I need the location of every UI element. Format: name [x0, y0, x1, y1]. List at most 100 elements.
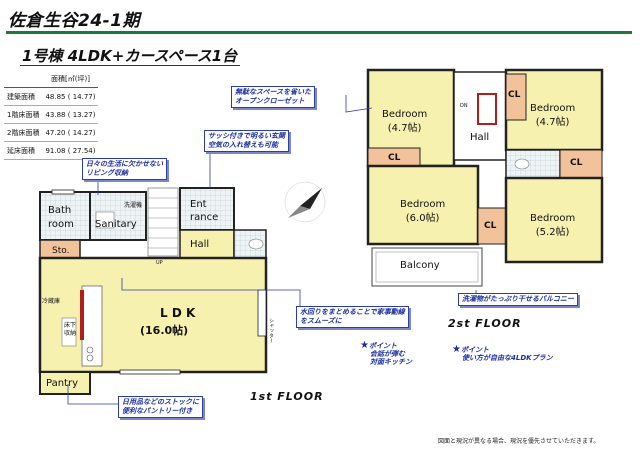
- balcony-inner: [375, 251, 479, 283]
- fridge-label: 冷蔵庫: [42, 298, 61, 305]
- first-floor-label: 1st FLOOR: [250, 390, 324, 403]
- hall-2f-label: Hall: [470, 132, 490, 143]
- closet-bedroom-6-0-label: CL: [484, 221, 497, 231]
- hall-1f-label: Hall: [190, 239, 210, 250]
- callout-entrance-line2: 空気の入れ替えも可能: [208, 141, 278, 149]
- area-label: 建築面積: [4, 87, 43, 106]
- table-row: 建築面積 48.85 ( 14.77): [4, 87, 99, 106]
- callout-pantry: 日用品などのストックに 便利なパントリー付き: [118, 396, 203, 418]
- toilet-fixture-1f: [248, 238, 264, 250]
- callout-balcony: 洗濯物がたっぷり干せるバルコニー: [458, 293, 578, 306]
- point-kitchen-line1: ★ポイント: [360, 340, 412, 351]
- bedroom-5-2-label: Bedroom (5.2帖): [530, 212, 575, 240]
- callout-living-storage-line2: リビング収納: [86, 169, 128, 177]
- bedroom-6-0-size: (6.0帖): [405, 213, 440, 224]
- point-plan-heading: ポイント: [460, 346, 489, 354]
- bedroom-4-7-left-size: (4.7帖): [387, 123, 422, 134]
- point-plan: ★ポイント 使い方が自由な4LDKプラン: [452, 344, 553, 363]
- callout-water-area-line2: をスムーズに: [300, 317, 342, 325]
- storage-1f-label: Sto.: [52, 246, 70, 256]
- underfloor-storage: [61, 317, 77, 347]
- area-label: 2階床面積: [4, 123, 43, 142]
- bedroom-4-7-right-size: (4.7帖): [535, 117, 570, 128]
- stove-icon: [86, 346, 94, 354]
- washbasin: [95, 211, 115, 229]
- closet-bedroom-6-0: [477, 207, 507, 245]
- building-subtitle: 1号棟 4LDK+カースペース1台: [22, 47, 238, 65]
- table-row: 1階床面積 43.88 ( 13.27): [4, 105, 99, 124]
- star-icon: ★: [360, 340, 369, 351]
- point-kitchen: ★ポイント 会話が弾む 対面キッチン: [360, 340, 412, 367]
- closet-2f-small: [559, 149, 603, 179]
- page-title: 佐倉生谷24-1期: [8, 11, 141, 31]
- callout-open-closet-line1: 無駄なスペースを省いた: [235, 88, 312, 96]
- first-floor-plan: [38, 187, 268, 395]
- bedroom-5-2-size: (5.2帖): [535, 227, 570, 238]
- bedroom-5-2-name: Bedroom: [530, 213, 576, 224]
- stair-treads-1f: [148, 197, 178, 249]
- stair-rail-2f: [477, 93, 497, 125]
- area-value: 43.88 ( 13.27): [42, 105, 99, 124]
- stairs-1f: [147, 187, 179, 257]
- underfloor-storage-label: 床下 収納: [64, 322, 76, 338]
- stove-icon: [86, 354, 94, 362]
- callout-pantry-line2: 便利なパントリー付き: [122, 407, 193, 415]
- title-underline: [6, 31, 632, 34]
- entrance-label-line1: Ent: [190, 199, 207, 210]
- area-table-header-row: 面積[㎡(坪)]: [4, 70, 99, 88]
- area-table: 面積[㎡(坪)] 建築面積 48.85 ( 14.77) 1階床面積 43.88…: [4, 70, 99, 160]
- pantry: [39, 371, 91, 395]
- point-plan-line2: 使い方が自由な4LDKプラン: [462, 354, 553, 362]
- closet-bedroom-right-label: CL: [508, 90, 521, 100]
- area-label: 延床面積: [4, 141, 43, 160]
- callout-open-closet-line2: オープンクローゼット: [235, 97, 305, 105]
- callout-balcony-line1: 洗濯物がたっぷり干せるバルコニー: [462, 295, 574, 303]
- closet-2f-small-label: CL: [570, 158, 583, 168]
- bedroom-4-7-left-label: Bedroom (4.7帖): [382, 108, 427, 136]
- closet-bedroom-right: [505, 73, 527, 121]
- bedroom-6-0-label: Bedroom (6.0帖): [400, 198, 445, 226]
- point-plan-line1: ★ポイント: [452, 344, 553, 355]
- callout-water-area-line1: 水回りをまとめることで家事動線: [300, 308, 405, 316]
- closet-bedroom-left-label: CL: [388, 153, 401, 163]
- area-value: 48.85 ( 14.77): [42, 87, 99, 106]
- bedroom-4-7-right-name: Bedroom: [530, 103, 576, 114]
- stairs-up-label: UP: [156, 260, 163, 266]
- windows-1f: [51, 189, 267, 375]
- entrance-label: Ent rance: [190, 198, 218, 224]
- ldk-room: [38, 256, 268, 374]
- area-value: 91.08 ( 27.54): [42, 141, 99, 160]
- bedroom-5-2: [504, 176, 604, 264]
- point-kitchen-line2: 会話が弾む: [370, 350, 405, 358]
- bedroom-6-0: [366, 164, 480, 246]
- underfloor-storage-label-line1: 床下: [64, 322, 77, 329]
- point-kitchen-line3: 対面キッチン: [370, 358, 412, 366]
- entrance: [179, 187, 235, 231]
- callout-pantry-line1: 日用品などのストックに: [122, 398, 199, 406]
- callout-living-storage: 日々の生活に欠かせない リビング収納: [82, 158, 167, 180]
- kitchen-wall-accent: [80, 290, 84, 340]
- star-icon: ★: [452, 344, 461, 355]
- toilet-fixture-2f: [514, 158, 530, 170]
- entrance-label-line2: rance: [190, 212, 219, 223]
- second-floor-label: 2st FLOOR: [448, 317, 522, 330]
- area-value: 47.20 ( 14.27): [42, 123, 99, 142]
- shutter-label: シャッター: [268, 318, 274, 343]
- point-kitchen-heading: ポイント: [368, 342, 397, 350]
- subtitle-underline: [20, 65, 240, 66]
- stairs-down-label: DN: [460, 103, 468, 109]
- sanitary-label: Sanitary: [95, 219, 137, 230]
- toilet-2f: [505, 149, 561, 179]
- second-floor-plan: [366, 68, 604, 287]
- bedroom-4-7-left-name: Bedroom: [382, 109, 428, 120]
- area-table-corner: [4, 70, 43, 88]
- underfloor-storage-label-line2: 収納: [64, 330, 77, 337]
- compass-icon: [284, 181, 326, 223]
- callout-living-storage-line1: 日々の生活に欠かせない: [86, 160, 163, 168]
- kitchen-counter: [81, 285, 103, 367]
- bedroom-4-7-right-label: Bedroom (4.7帖): [530, 102, 575, 130]
- balcony-label: Balcony: [400, 260, 440, 271]
- bathroom-label-line2: room: [48, 219, 74, 230]
- table-row: 2階床面積 47.20 ( 14.27): [4, 123, 99, 142]
